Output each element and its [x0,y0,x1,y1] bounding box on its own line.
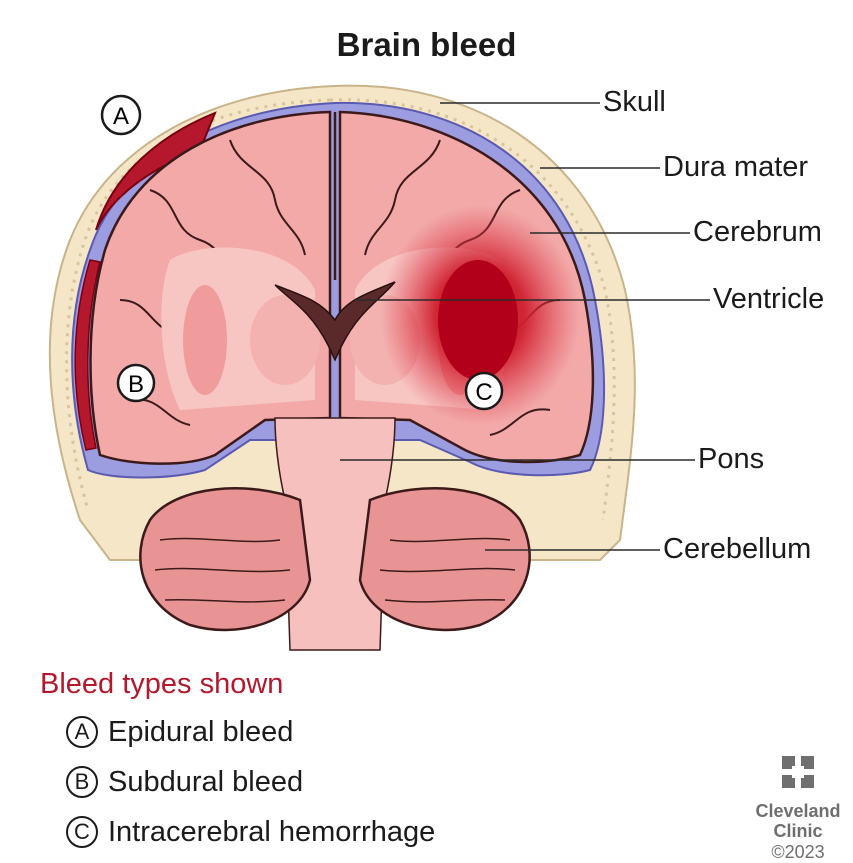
marker-b-label: B [128,371,144,398]
marker-b: B [118,365,154,401]
marker-c-label: C [475,379,492,406]
marker-a-label: A [113,103,129,130]
legend-letter: C [66,816,98,848]
legend-letter: B [66,766,98,798]
label-dura-mater: Dura mater [663,151,808,184]
cleveland-clinic-logo: Cleveland Clinic ©2023 [750,752,846,863]
legend-letter: A [66,716,98,748]
logo-mark-icon [778,752,818,792]
legend-text: Intracerebral hemorrhage [108,816,435,849]
legend-text: Subdural bleed [108,766,303,799]
cerebellum-left-shape [140,488,310,630]
marker-c: C [466,373,502,409]
cerebellum-right-shape [360,488,530,630]
label-cerebrum: Cerebrum [693,216,822,249]
legend-title: Bleed types shown [40,668,283,701]
legend-item: C Intracerebral hemorrhage [66,812,435,852]
label-pons: Pons [698,443,764,476]
logo-line1: Cleveland [750,801,846,821]
logo-line2: Clinic [750,821,846,841]
logo-copyright: ©2023 [750,841,846,863]
label-ventricle: Ventricle [713,283,824,316]
legend-text: Epidural bleed [108,716,293,749]
marker-a: A [102,96,140,134]
legend-item: B Subdural bleed [66,762,303,802]
legend-item: A Epidural bleed [66,712,293,752]
label-cerebellum: Cerebellum [663,533,811,566]
label-skull: Skull [603,86,666,119]
